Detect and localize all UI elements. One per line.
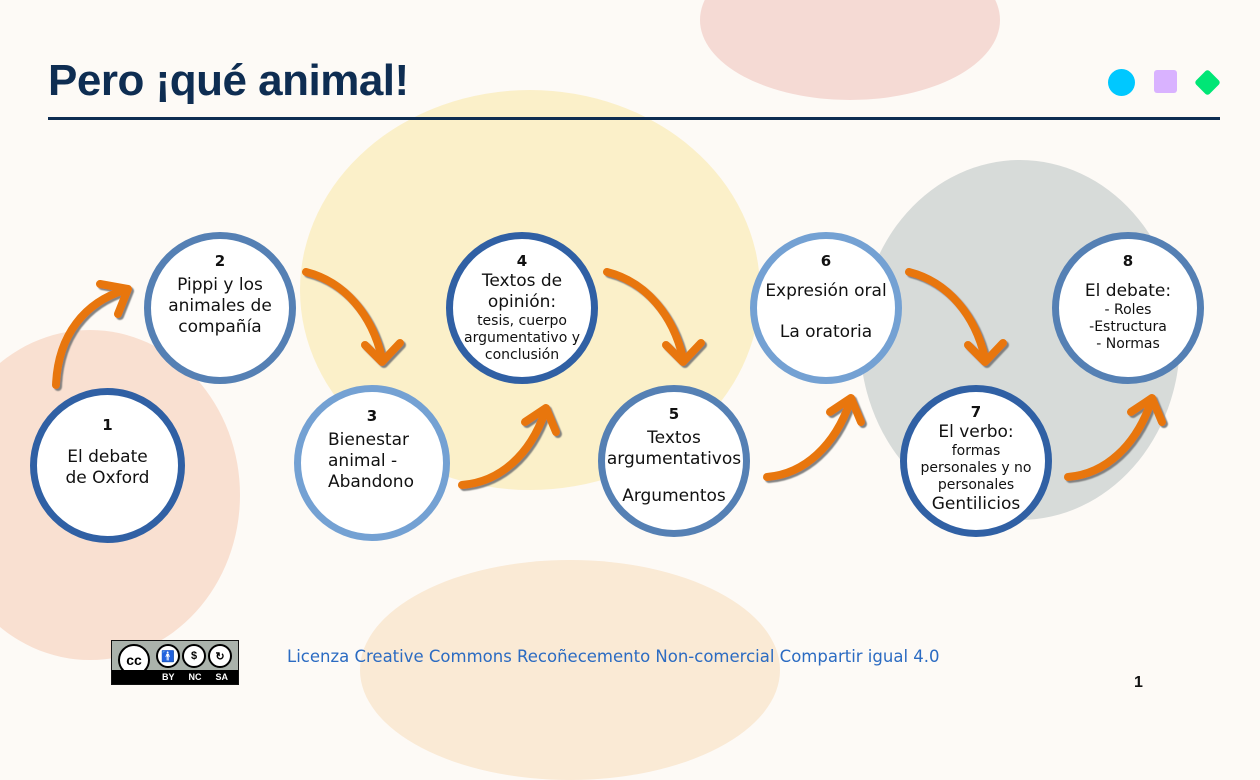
step-label: animal - bbox=[328, 451, 398, 471]
step-7-circle[interactable]: 7 El verbo: formas personales y no perso… bbox=[900, 385, 1052, 537]
arrow-up-right-icon bbox=[1064, 394, 1166, 481]
step-label: Abandono bbox=[328, 472, 414, 492]
step-8-circle[interactable]: 8 El debate: - Roles -Estructura - Norma… bbox=[1052, 232, 1204, 384]
arrow-down-right-icon bbox=[603, 268, 705, 366]
step-label: argumentativos bbox=[606, 449, 742, 469]
step-label: Gentilicios bbox=[931, 494, 1021, 514]
arrow-down-right-icon bbox=[302, 268, 404, 366]
creative-commons-badge[interactable]: cc 🚹 $ ↻ BY NC SA bbox=[111, 640, 239, 685]
share-alike-icon: ↻ bbox=[208, 644, 232, 668]
step-sublabel: - Normas bbox=[1096, 336, 1160, 352]
lilac-square-icon bbox=[1154, 70, 1177, 93]
step-number: 5 bbox=[668, 405, 680, 423]
step-label: Argumentos bbox=[622, 486, 726, 506]
step-label: animales de bbox=[168, 296, 272, 316]
arrow-up-right-icon bbox=[458, 404, 560, 489]
step-1-circle[interactable]: 1 El debate de Oxford bbox=[30, 388, 185, 543]
step-4-circle[interactable]: 4 Textos de opinión: tesis, cuerpo argum… bbox=[446, 232, 598, 384]
step-label: El verbo: bbox=[938, 422, 1014, 442]
step-label: opinión: bbox=[487, 292, 557, 312]
step-sublabel: personales bbox=[937, 477, 1015, 493]
step-sublabel: formas bbox=[951, 443, 1001, 459]
step-number: 3 bbox=[366, 407, 378, 425]
step-label: El debate bbox=[67, 447, 148, 467]
cc-nc-label: NC bbox=[188, 672, 202, 682]
step-label: Textos bbox=[647, 428, 701, 448]
step-5-circle[interactable]: 5 Textos argumentativos Argumentos bbox=[598, 385, 750, 537]
page-number: 1 bbox=[1134, 674, 1143, 691]
slide-title: Pero ¡qué animal! bbox=[48, 56, 409, 105]
step-label: Expresión oral bbox=[765, 281, 887, 301]
arrow-up-right-icon bbox=[52, 280, 132, 389]
license-link[interactable]: Licenza Creative Commons Recoñecemento N… bbox=[287, 647, 940, 666]
step-sublabel: tesis, cuerpo bbox=[477, 313, 567, 329]
cc-by-label: BY bbox=[161, 672, 175, 682]
step-label: Textos de bbox=[481, 271, 563, 291]
arrow-down-right-icon bbox=[905, 268, 1007, 366]
step-6-circle[interactable]: 6 Expresión oral La oratoria bbox=[750, 232, 902, 384]
step-number: 2 bbox=[214, 252, 226, 270]
title-divider bbox=[48, 117, 1220, 120]
arrow-up-right-icon bbox=[763, 394, 865, 481]
step-number: 8 bbox=[1122, 252, 1134, 270]
step-label: compañía bbox=[178, 317, 262, 337]
step-sublabel: - Roles bbox=[1104, 302, 1152, 318]
step-number: 4 bbox=[516, 252, 528, 270]
cyan-circle-icon bbox=[1108, 69, 1135, 96]
step-number: 1 bbox=[102, 416, 113, 434]
step-sublabel: conclusión bbox=[484, 347, 560, 363]
step-label: Pippi y los bbox=[177, 275, 263, 295]
step-sublabel: argumentativo y bbox=[463, 330, 580, 346]
cc-sa-label: SA bbox=[215, 672, 228, 682]
step-label: El debate: bbox=[1084, 281, 1172, 301]
flow-arrows bbox=[52, 268, 1166, 489]
step-2-circle[interactable]: 2 Pippi y los animales de compañía bbox=[144, 232, 296, 384]
step-sublabel: -Estructura bbox=[1089, 319, 1167, 335]
step-number: 7 bbox=[970, 403, 982, 421]
step-label: La oratoria bbox=[779, 322, 873, 342]
step-label: Bienestar bbox=[328, 430, 410, 450]
step-label: de Oxford bbox=[65, 468, 150, 488]
step-3-circle[interactable]: 3 Bienestar animal - Abandono bbox=[294, 385, 450, 541]
attribution-icon: 🚹 bbox=[156, 644, 180, 668]
non-commercial-icon: $ bbox=[182, 644, 206, 668]
cc-label-bar: BY NC SA bbox=[112, 670, 238, 684]
step-number: 6 bbox=[820, 252, 832, 270]
step-sublabel: personales y no bbox=[920, 460, 1032, 476]
